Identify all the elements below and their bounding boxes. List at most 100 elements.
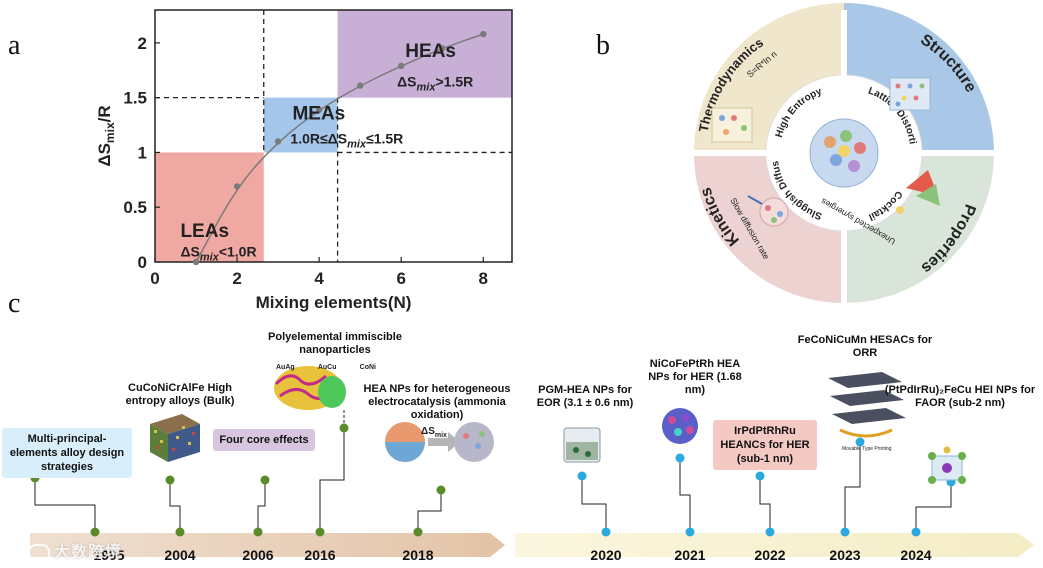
year-2024: 2024	[900, 547, 931, 563]
panel-letter-b: b	[596, 30, 610, 61]
year-2023: 2023	[829, 547, 860, 563]
year-2022: 2022	[754, 547, 785, 563]
year-2006: 2006	[242, 547, 273, 563]
connector-2021	[679, 458, 691, 532]
event-cucocnicralfe: CuCoNiCrAlFe High entropy alloys (Bulk)	[125, 382, 235, 407]
x-tick-0: 0	[150, 269, 159, 288]
mixing-spheres-icon	[385, 422, 494, 462]
connector-2018	[417, 490, 442, 532]
region-label-heas: HEAs	[405, 41, 456, 62]
x-tick-8: 8	[479, 269, 488, 288]
connector-2006	[257, 480, 266, 532]
connector-2022	[759, 476, 771, 532]
event-dot-2018	[436, 485, 446, 495]
connector-2020	[581, 476, 607, 532]
event-nicofeptrh: NiCoFePtRh HEA NPs for HER (1.68 nm)	[648, 358, 742, 396]
y-tick-1: 1	[138, 143, 147, 162]
year-dot-2023	[840, 527, 850, 537]
year-1995: 1995	[93, 547, 124, 563]
y-tick-0.5: 0.5	[123, 198, 147, 217]
event-pgm-hea: PGM-HEA NPs for EOR (3.1 ± 0.6 nm)	[536, 384, 634, 409]
entropy-chart: 0 2 4 6 8 0 0.5 1 1.5 2 Mixing elements(N) ΔSmix/R…	[95, 9, 513, 312]
thermo-illustration	[711, 107, 753, 143]
x-tick-6: 6	[396, 269, 405, 288]
data-point-2	[233, 183, 241, 190]
event-dot-2022	[755, 471, 765, 481]
event-multi-principal: Multi-principal-elements alloy design st…	[2, 428, 132, 478]
data-point-8	[480, 30, 487, 38]
y-tick-0: 0	[138, 253, 147, 272]
region-condition-heas: ΔSmix>1.5R	[397, 74, 473, 94]
connector-2016	[319, 428, 345, 532]
region-label-leas: LEAs	[180, 221, 229, 242]
connector-2024	[915, 482, 952, 532]
event-ptpdirru-fecu: (PtPdIrRu)₂FeCu HEI NPs for FAOR (sub-2 …	[884, 384, 1036, 409]
delta-s-mix-label: ΔSmix	[421, 426, 447, 439]
connector-2004	[169, 480, 181, 532]
event-hea-nps-electrocatalysis: HEA NPs for heterogeneous electrocatalys…	[363, 383, 511, 421]
x-tick-4: 4	[314, 269, 324, 288]
year-dot-2018	[413, 527, 423, 537]
data-point-4	[315, 106, 323, 113]
event-dot-2006	[260, 475, 270, 485]
year-dot-2004	[175, 527, 185, 537]
year-2020: 2020	[590, 547, 621, 563]
event-dot-2023	[855, 437, 865, 447]
year-dot-2020	[601, 527, 611, 537]
y-tick-1.5: 1.5	[123, 89, 147, 108]
np-label-aucu: AuCu	[317, 364, 337, 371]
connector-2023	[844, 442, 861, 532]
region-leas	[155, 152, 264, 262]
watermark: 大数跨境	[28, 538, 122, 562]
cocktail-illustration	[896, 170, 940, 214]
year-2021: 2021	[674, 547, 705, 563]
data-point-6	[398, 62, 405, 70]
year-dot-1995	[90, 527, 100, 537]
hea-nanoparticle-icon	[662, 408, 698, 444]
data-point-3	[274, 138, 282, 145]
np-label-coni: CoNi	[359, 364, 376, 371]
timeline-arrow-recent	[515, 533, 1034, 557]
plot-frame	[154, 9, 513, 263]
immiscible-nanoparticle-icon	[274, 366, 346, 410]
y-tick-2: 2	[138, 34, 147, 53]
panel-letter-a: a	[8, 30, 21, 61]
np-label-auag: AuAg	[276, 364, 295, 371]
timeline: Movable Type Printing 1995 2004 2006 2016 20…	[30, 366, 1034, 563]
year-2016: 2016	[304, 547, 335, 563]
year-dot-2024	[911, 527, 921, 537]
y-axis-label: ΔSmix/R	[95, 105, 117, 166]
event-dot-2021	[675, 453, 685, 463]
lattice-illustration	[889, 77, 931, 111]
data-point-7	[439, 45, 446, 52]
data-point-5	[356, 82, 364, 89]
event-four-core-effects: Four core effects	[213, 429, 315, 451]
x-axis-label: Mixing elements(N)	[256, 293, 412, 312]
event-irpdptrhru: IrPdPtRhRu HEANCs for HER (sub-1 nm)	[713, 420, 817, 470]
region-condition-meas: 1.0R≤ΔSmix≤1.5R	[290, 131, 403, 151]
year-dot-2016	[315, 527, 325, 537]
region-condition-leas: ΔSmix<1.0R	[180, 244, 256, 264]
center-atoms	[824, 130, 866, 172]
core-effects-wheel: Thermodynamics Structure Kinetics Proper…	[678, 0, 1013, 306]
watermark-logo-icon	[28, 543, 50, 562]
event-dot-2004	[165, 475, 175, 485]
x-tick-2: 2	[232, 269, 241, 288]
single-atom-sheets-icon: Movable Type Printing	[828, 372, 906, 452]
series-line	[195, 33, 484, 263]
timeline-arrow-early	[30, 533, 505, 557]
data-point-1	[192, 258, 200, 266]
panel-letter-c: c	[8, 288, 21, 319]
year-2018: 2018	[402, 547, 433, 563]
event-dot-2020	[577, 471, 587, 481]
beaker-icon	[563, 427, 601, 463]
year-dot-2006	[253, 527, 263, 537]
np-composition-labels: AuAg AuCu CoNi	[276, 364, 376, 371]
kinetics-illustration	[747, 195, 789, 227]
event-polyelemental: Polyelemental immiscible nanoparticles	[268, 331, 402, 356]
year-2004: 2004	[164, 547, 195, 563]
region-label-meas: MEAs	[292, 104, 345, 125]
year-dot-2021	[685, 527, 695, 537]
bulk-alloy-cube-icon	[150, 414, 200, 462]
event-fecon-icumn: FeCoNiCuMn HESACs for ORR	[797, 334, 933, 359]
